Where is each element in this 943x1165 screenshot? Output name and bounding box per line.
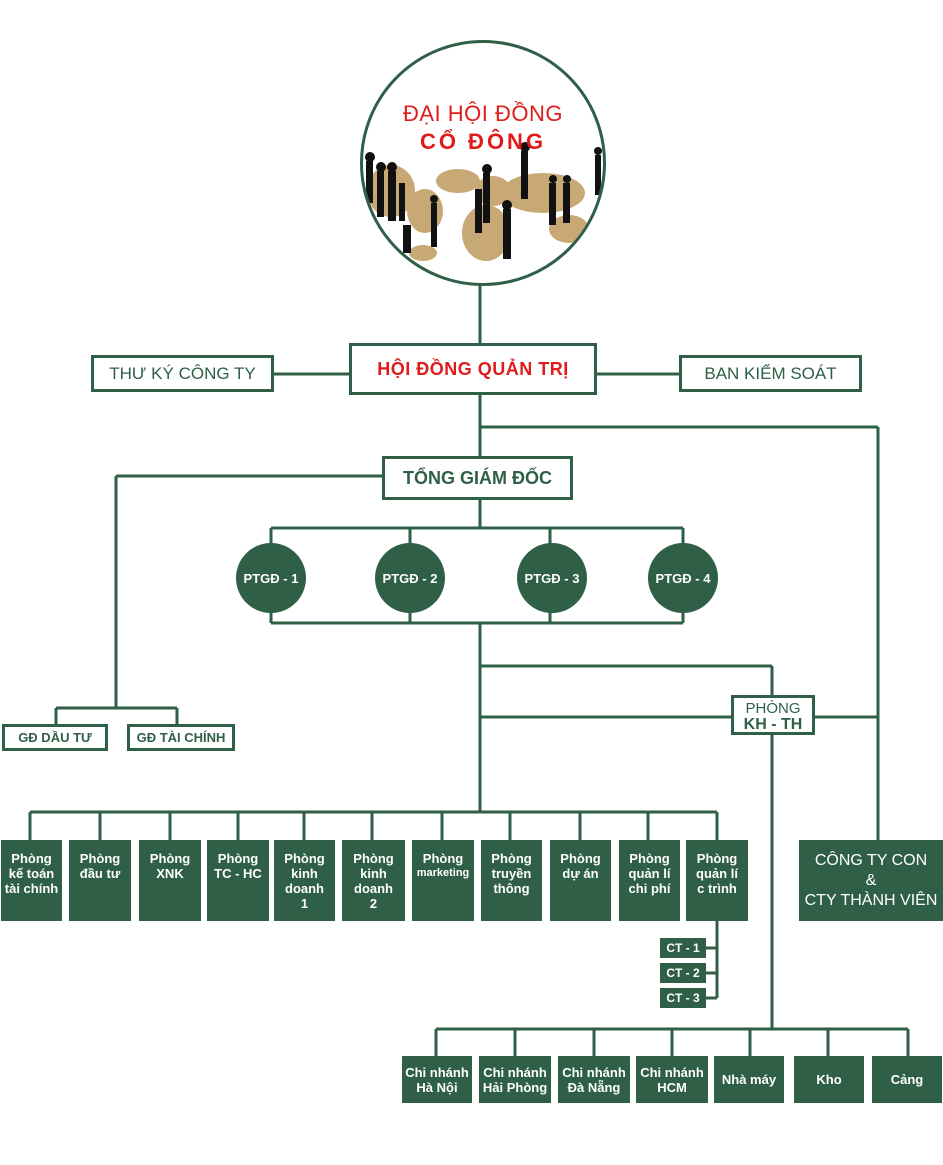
department-label-line: Phòng (560, 851, 601, 866)
investment-director-box: GĐ DẦU TƯ (2, 724, 108, 751)
branch-label-line: Kho (816, 1072, 842, 1087)
construction-team-2: CT - 2 (660, 963, 706, 983)
branch-label-line: Chi nhánh (640, 1064, 704, 1080)
department-label-line: Phòng (217, 851, 259, 866)
shareholders-title-line2: CỔ ĐÔNG (419, 129, 547, 154)
department-label-line: Phòng (284, 851, 325, 866)
department-label-line: truyền (491, 866, 532, 881)
department-label-line: TC - HC (214, 866, 262, 881)
branch-label-line: Hà Nội (416, 1079, 458, 1095)
department-label-line: marketing (416, 867, 470, 879)
subsidiary-line2: & (865, 871, 877, 889)
branch-label-line: Đà Nẵng (567, 1079, 621, 1095)
department-label-line: Phòng (149, 851, 191, 866)
branch-label-line: Cảng (890, 1072, 924, 1087)
department-label-line: Phòng (11, 851, 52, 866)
deputy-ceo-1-circle: PTGĐ - 1 (236, 543, 306, 613)
branch-box-6: Kho (794, 1056, 864, 1103)
deputy-ceo-4-circle: PTGĐ - 4 (648, 543, 718, 613)
deputy-ceo-3-circle: PTGĐ - 3 (517, 543, 587, 613)
planning-dept-box: PHÒNG KH - TH (731, 695, 815, 735)
department-label-line: c trình (697, 881, 737, 896)
department-label-line: doanh (285, 881, 324, 896)
department-label-line: dự án (562, 866, 599, 881)
branch-label-line: Chi nhánh (562, 1064, 626, 1080)
construction-team-3: CT - 3 (660, 988, 706, 1008)
department-label-line: 1 (300, 896, 309, 911)
department-label-line: tài chính (4, 881, 59, 896)
subsidiary-line3: CTY THÀNH VIÊN (804, 891, 938, 909)
department-label-line: quản lí (628, 866, 671, 881)
planning-dept-line2: KH - TH (743, 716, 803, 733)
department-label-line: kinh (360, 866, 387, 881)
department-label-line: kinh (291, 866, 318, 881)
branch-label-line: Chi nhánh (483, 1064, 547, 1080)
department-label-line: kế toán (8, 866, 55, 881)
department-label-line: Phòng (491, 851, 532, 866)
department-label-line: thông (493, 881, 530, 896)
shareholders-meeting-circle: ĐẠI HỘI ĐỒNG CỔ ĐÔNG (360, 40, 606, 286)
department-label-line: quản lí (696, 866, 738, 881)
world-map-people-illustration (365, 142, 602, 261)
deputy-ceo-2-circle: PTGĐ - 2 (375, 543, 445, 613)
branch-label-line: Hải Phòng (482, 1079, 548, 1095)
shareholders-title-line1: ĐẠI HỘI ĐỒNG (402, 101, 563, 126)
construction-team-1: CT - 1 (660, 938, 706, 958)
ceo-box: TỔNG GIÁM ĐỐC (382, 456, 573, 500)
department-label-line: Phòng (696, 851, 738, 866)
department-label-line: chi phí (628, 881, 671, 896)
planning-dept-line1: PHÒNG (745, 700, 801, 717)
board-of-directors-box: HỘI ĐỒNG QUẢN TRỊ (349, 343, 597, 395)
department-label-line: XNK (156, 866, 184, 881)
subsidiary-box: CÔNG TY CON & CTY THÀNH VIÊN (799, 840, 943, 921)
branch-box-5: Nhà máy (714, 1056, 784, 1103)
company-secretary-box: THƯ KÝ CÔNG TY (91, 355, 274, 392)
department-label-line: Phòng (422, 851, 464, 866)
department-label-line: Phòng (353, 851, 394, 866)
finance-director-box: GĐ TÀI CHÍNH (127, 724, 235, 751)
department-label-line: đầu tư (79, 866, 121, 881)
subsidiary-line1: CÔNG TY CON (814, 851, 928, 869)
branch-label-line: Nhà máy (721, 1072, 777, 1087)
supervisory-board-box: BAN KIỂM SOÁT (679, 355, 862, 392)
branch-box-7: Cảng (872, 1056, 942, 1103)
department-label-line: Phòng (79, 851, 121, 866)
department-label-line: Phòng (629, 851, 670, 866)
department-label-line: doanh (354, 881, 393, 896)
department-label-line: 2 (369, 896, 378, 911)
branch-label-line: HCM (657, 1079, 687, 1095)
branch-label-line: Chi nhánh (405, 1064, 469, 1080)
